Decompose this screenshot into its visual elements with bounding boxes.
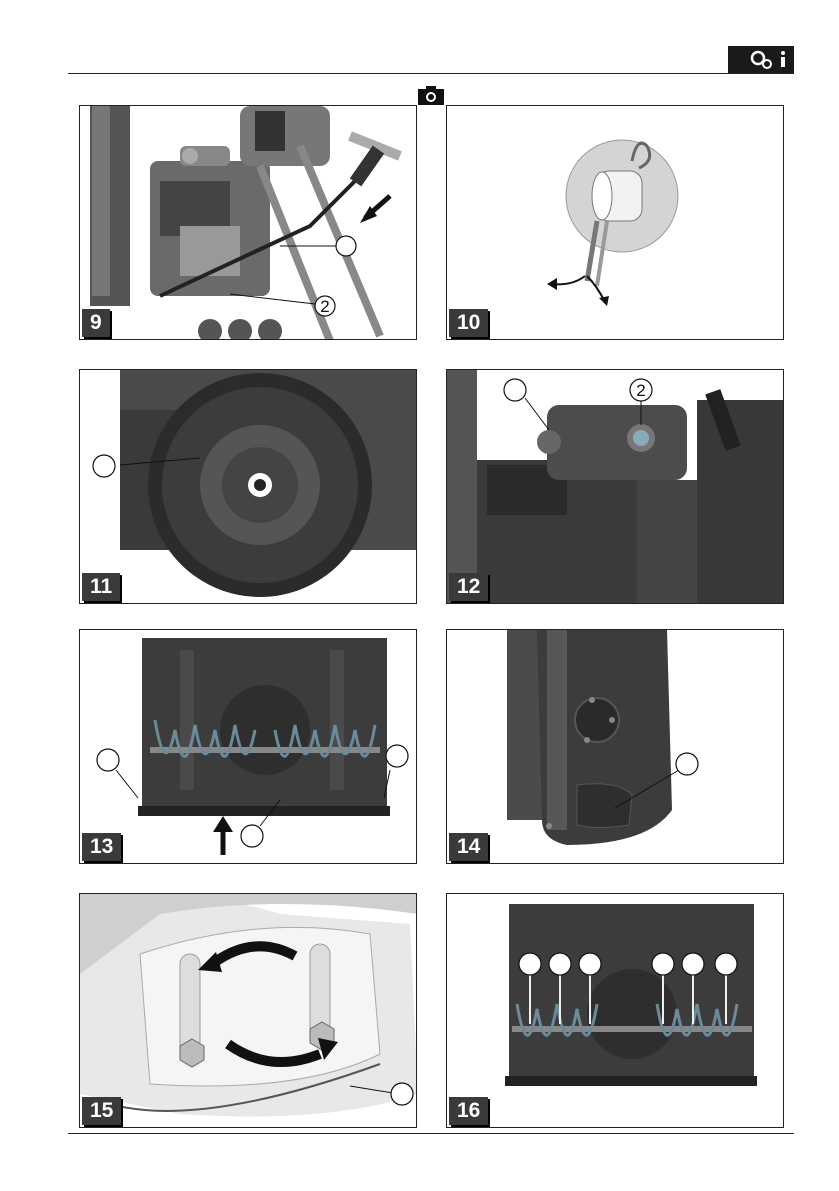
- figure-13-panel: 13: [79, 629, 417, 864]
- figure-10-illustration: [447, 106, 784, 340]
- figure-13-illustration: [80, 630, 417, 864]
- figure-9-panel: 2 9: [79, 105, 417, 340]
- figure-12-panel: 2 12: [446, 369, 784, 604]
- camera-icon: [417, 86, 445, 106]
- figure-number: 10: [449, 309, 488, 337]
- figure-11-illustration: [80, 370, 417, 604]
- figure-12-callout-2: 2: [636, 381, 645, 400]
- figure-15-illustration: [80, 894, 417, 1128]
- gears-info-icon: [728, 46, 794, 73]
- footer-rule: [68, 1133, 794, 1134]
- figure-11-panel: 11: [79, 369, 417, 604]
- figure-number: 13: [82, 833, 121, 861]
- figure-9-callout-2: 2: [320, 297, 329, 316]
- figure-number: 14: [449, 833, 488, 861]
- figure-10-panel: 10: [446, 105, 784, 340]
- figure-number: 15: [82, 1097, 121, 1125]
- figure-15-panel: 15: [79, 893, 417, 1128]
- figure-number: 11: [82, 573, 120, 601]
- figure-number: 9: [82, 309, 110, 337]
- figure-number: 16: [449, 1097, 488, 1125]
- figure-9-illustration: 2: [80, 106, 417, 340]
- figure-12-illustration: 2: [447, 370, 784, 604]
- figure-number: 12: [449, 573, 488, 601]
- figure-16-illustration: [447, 894, 784, 1128]
- figure-14-panel: 14: [446, 629, 784, 864]
- header-rule: [68, 73, 794, 74]
- figure-14-illustration: [447, 630, 784, 864]
- figure-16-panel: 16: [446, 893, 784, 1128]
